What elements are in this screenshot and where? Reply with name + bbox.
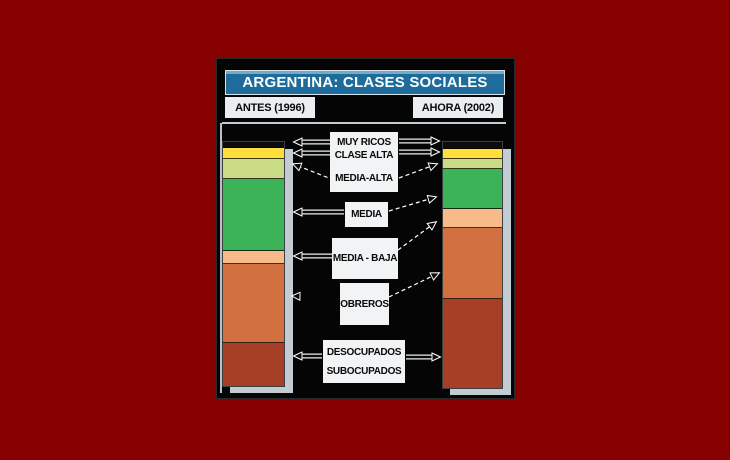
label-box-upper-classes: MUY RICOS CLASE ALTA MEDIA-ALTA [330, 132, 398, 192]
segment-media [223, 179, 284, 251]
segment-desocupados-subocupados [443, 299, 502, 388]
segment-desocupados-subocupados [223, 343, 284, 386]
segment-media-alta [223, 159, 284, 179]
label-box-media-baja: MEDIA - BAJA [332, 238, 398, 279]
bar-ahora-2002 [442, 141, 503, 389]
label-muy-ricos: MUY RICOS [337, 137, 391, 148]
label-media-baja: MEDIA - BAJA [332, 253, 398, 264]
segment-obreros [443, 228, 502, 299]
page-title: ARGENTINA: CLASES SOCIALES [242, 74, 488, 91]
segment-clase-alta [223, 148, 284, 159]
segment-obreros [223, 264, 284, 343]
antes-column-header: ANTES (1996) [225, 97, 315, 118]
label-clase-alta: CLASE ALTA [334, 150, 394, 161]
segment-media-baja [223, 251, 284, 264]
label-media-alta: MEDIA-ALTA [335, 173, 393, 184]
segment-media-alta [443, 159, 502, 169]
antes-label: ANTES (1996) [235, 101, 305, 114]
label-media: MEDIA [351, 209, 382, 220]
ahora-label: AHORA (2002) [421, 101, 495, 114]
title-bar: ARGENTINA: CLASES SOCIALES [225, 70, 505, 95]
label-obreros: OBREROS [340, 298, 389, 310]
label-subocupados: SUBOCUPADOS [326, 365, 402, 377]
left-axis-line [220, 123, 222, 393]
label-box-desocupados: DESOCUPADOS SUBOCUPADOS [323, 340, 405, 383]
label-desocupados: DESOCUPADOS [326, 346, 402, 358]
segment-muy-ricos [223, 142, 284, 148]
label-box-obreros: OBREROS [340, 283, 389, 325]
segment-clase-alta [443, 149, 502, 159]
segment-media [443, 169, 502, 209]
header-divider-line [222, 122, 506, 124]
bar-antes-1996 [222, 141, 285, 387]
segment-media-baja [443, 209, 502, 228]
label-box-media: MEDIA [345, 202, 388, 227]
segment-muy-ricos [443, 142, 502, 149]
ahora-column-header: AHORA (2002) [413, 97, 503, 118]
